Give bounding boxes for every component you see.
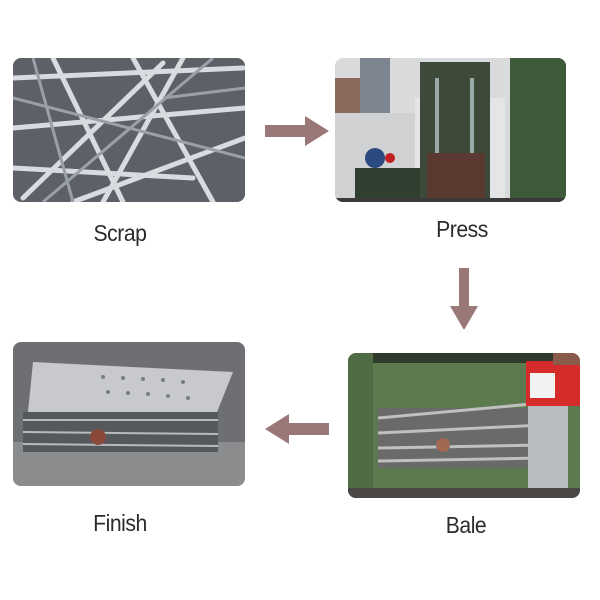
arrow-left-icon — [265, 414, 329, 444]
press-label: Press — [436, 216, 488, 242]
bale-label: Bale — [445, 512, 487, 538]
bale-photo — [348, 353, 580, 498]
arrow-right-icon — [265, 116, 329, 146]
scrap-label: Scrap — [93, 220, 147, 246]
press-photo — [335, 58, 566, 202]
arrow-down-icon — [450, 268, 478, 330]
finish-photo — [13, 342, 245, 486]
scrap-photo — [13, 58, 245, 202]
finish-label: Finish — [93, 510, 147, 536]
